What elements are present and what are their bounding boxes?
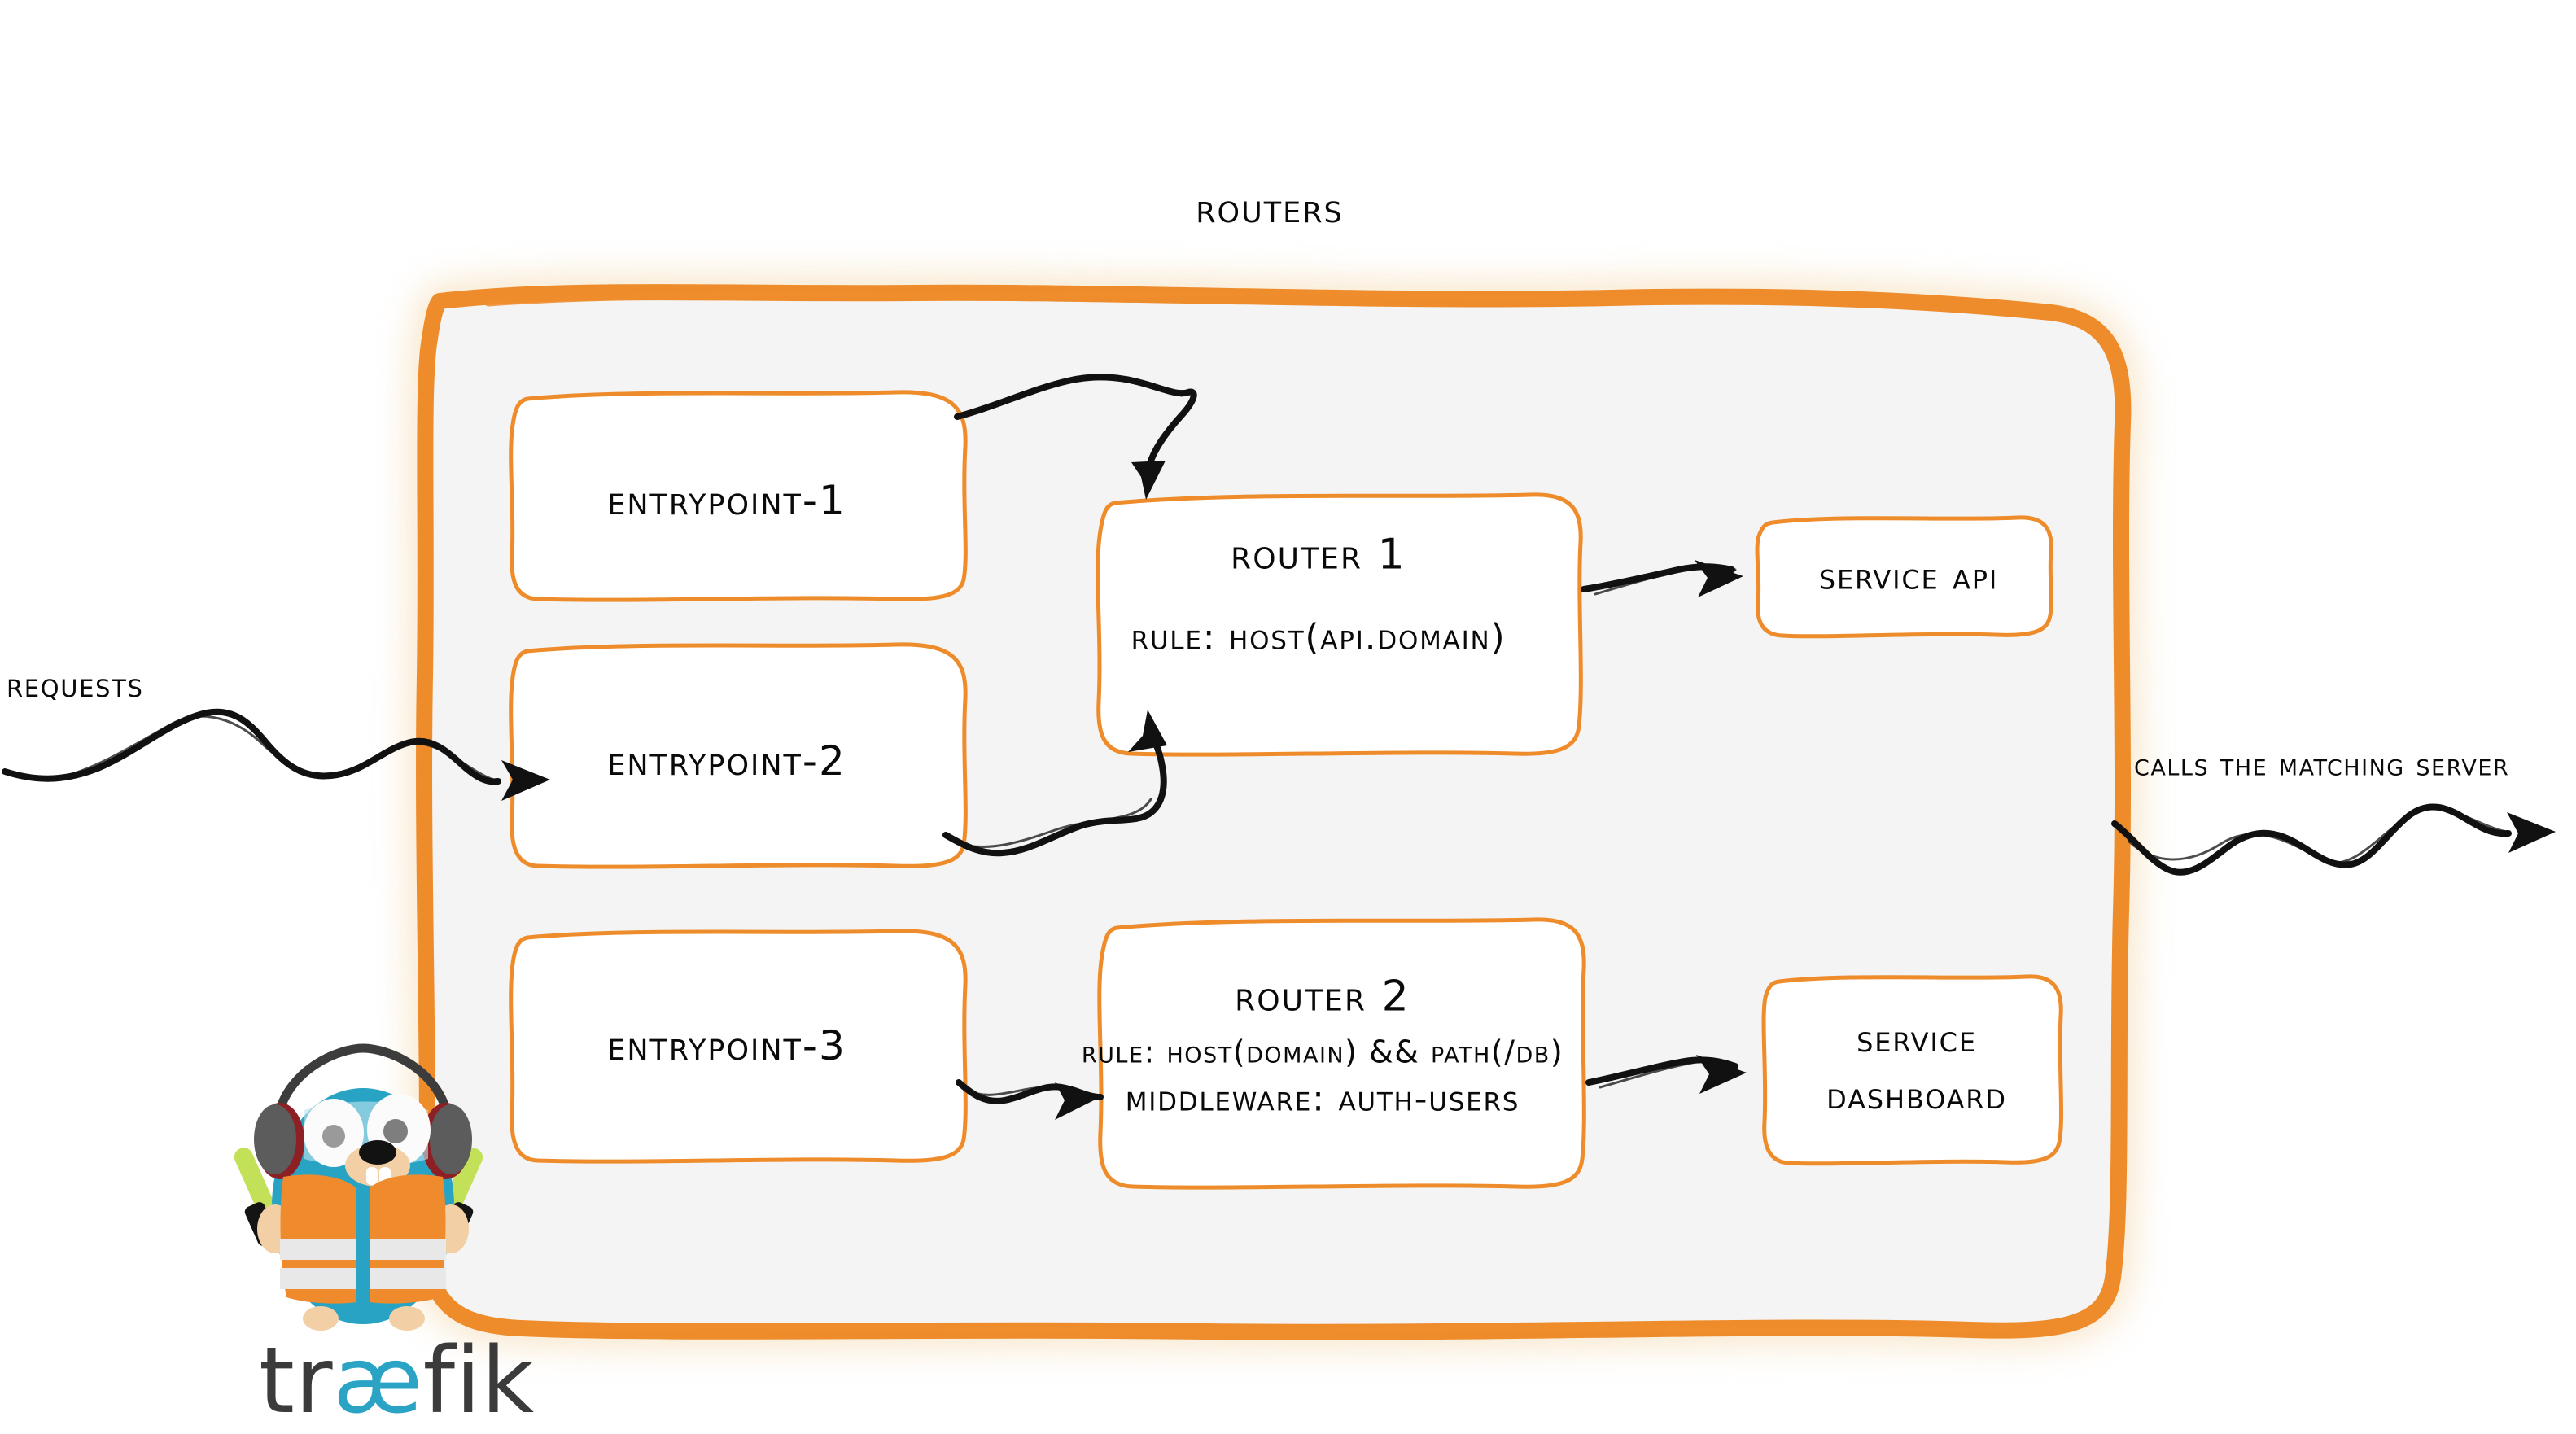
arrow-ep3-router2-texture — [967, 1086, 1099, 1097]
arrow-ep2-router1 — [942, 731, 1167, 857]
wordmark-post: fik — [422, 1328, 535, 1434]
safety-vest-icon — [280, 1174, 446, 1304]
arrow-router2-service-dashboard-texture — [1599, 1059, 1738, 1089]
arrowhead-requests — [501, 760, 550, 801]
container-border-sketch-bottom — [566, 1323, 2014, 1335]
wordmark-ae: æ — [333, 1328, 423, 1434]
container-border-sketch-top — [484, 290, 1787, 307]
headphone-band-icon — [273, 1043, 453, 1120]
arrowhead-router2 — [1696, 1055, 1747, 1094]
entrypoint-1-box[interactable] — [509, 390, 968, 602]
arrow-calls-out — [2111, 803, 2512, 876]
arrowhead-calls — [2507, 812, 2556, 853]
arrow-router1-service-api-texture — [1594, 565, 1737, 596]
gopher-nose — [359, 1140, 396, 1165]
entrypoint-3-box[interactable] — [509, 929, 968, 1164]
entrypoint-2-box[interactable] — [509, 642, 968, 869]
arrow-ep1-router1-texture — [975, 378, 1183, 413]
arrowhead-ep1 — [1131, 461, 1166, 500]
arrowhead-ep2 — [1128, 710, 1167, 752]
headphone-cup-right-icon — [422, 1103, 472, 1179]
traefik-gopher-mascot — [234, 1043, 483, 1331]
gopher-pupil-right — [383, 1119, 408, 1143]
router-2-box[interactable] — [1097, 917, 1586, 1190]
service-dashboard-box[interactable] — [1761, 974, 2064, 1166]
gopher-pupil-left — [322, 1125, 345, 1148]
gopher-foot-left — [303, 1306, 339, 1331]
connector-layer — [2, 374, 2556, 1120]
gopher-tooth-left — [366, 1167, 378, 1185]
headphone-cup-left-icon — [254, 1103, 304, 1179]
entrypoint-2-shape — [509, 642, 968, 869]
gopher-foot-right — [389, 1306, 425, 1331]
router-1-box[interactable] — [1096, 492, 1583, 757]
service-api-box[interactable] — [1755, 515, 2054, 639]
service-dashboard-shape — [1761, 974, 2064, 1166]
arrowhead-router1 — [1695, 560, 1743, 597]
arrow-ep2-router1-texture — [956, 798, 1152, 849]
router-2-shape — [1097, 917, 1586, 1190]
entrypoint-1-shape — [509, 390, 968, 602]
entrypoint-3-shape — [509, 929, 968, 1164]
wordmark-pre: tr — [259, 1328, 334, 1434]
service-api-shape — [1755, 515, 2054, 639]
arrow-requests-in-texture — [47, 715, 495, 781]
container-border-sketch-right — [2111, 404, 2126, 1273]
arrowhead-ep3 — [1055, 1082, 1094, 1120]
traefik-wordmark: træfik — [259, 1328, 535, 1434]
arrow-calls-out-texture — [2128, 807, 2508, 864]
router-1-shape — [1096, 492, 1583, 757]
